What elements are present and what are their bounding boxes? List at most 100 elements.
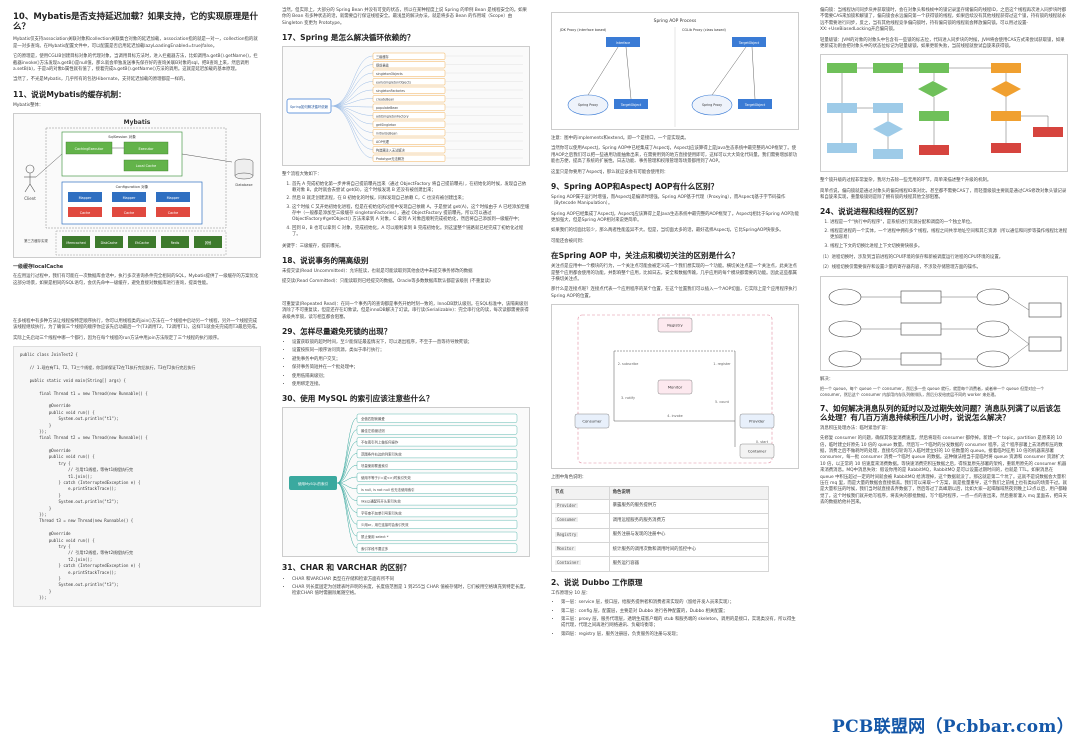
mysql-item-label: 禁止使用 select *	[361, 534, 389, 539]
mysql-item-box	[356, 426, 518, 435]
deadlock-tip-1: 设置获取锁的超时时间，至少能保证最差情况下，可以退出程序，不至于一直等待导致死锁…	[292, 340, 530, 346]
q11-label: Mybatis整体：	[13, 102, 44, 108]
deadlock-tip-3: 避免事务中的用户交叉；	[292, 357, 530, 363]
q18-paragraph-2: 提交读(Read Committed)：只能读取到已经提交的数据。Oracle等…	[282, 279, 491, 285]
mindmap-node-label: 构造器注入无法解决	[376, 148, 405, 153]
cache-title: 一级缓存localCache	[13, 264, 64, 271]
join-paragraph-2: 实际上先启动三个线程中哪一个都行，因为在每个线程的run方法中用join方法限定…	[13, 335, 222, 341]
spring-aop-process-diagram: Spring AOP Process JDK Proxy (interface …	[551, 12, 799, 130]
mq-svg	[828, 288, 1062, 368]
third-party-cache-box	[194, 236, 222, 249]
mindmap-node-label: getSingleton	[376, 123, 396, 127]
p2-intro: 当然，但实际上，大部分的 Spring Bean 并没有可变的状态，所以在某种程…	[282, 8, 527, 26]
flow-box-5	[873, 103, 903, 114]
mindmap-node-label: 提前暴露	[376, 63, 390, 68]
step-item-3: 这个时候 C 又开始初始化进程，但是在初始化的过程中发现自己依赖 A，于是尝试 …	[292, 205, 530, 224]
dubbo-node-box	[739, 413, 775, 429]
flow-box-11	[991, 143, 1021, 154]
mysql-item-label: 最佳左前缀法则	[361, 428, 385, 433]
mapper-label-2: Mapper	[123, 196, 136, 200]
mindmap-branch	[330, 64, 374, 107]
role-desc-cell: 服务运行容器	[608, 556, 770, 572]
mq-producer-3	[828, 350, 862, 368]
mysql-item-label: 字符串不加单引号索引失效	[361, 511, 402, 516]
third-party-cache-box	[128, 236, 156, 249]
q10-paragraph-3: 当然了，不光是Mybatis，几乎所有的包括Hibernate，支持延迟加载的原…	[13, 77, 188, 83]
mq-solution-label: 解决：	[820, 376, 834, 382]
role-node-cell: Container	[551, 556, 610, 572]
role-desc-cell: 暴露服务的服务提供方	[608, 498, 770, 515]
dubbo-edge-label: 1. register	[713, 362, 731, 366]
mq-queue-2	[900, 322, 942, 336]
q17-title: 17、Spring 是怎么解决循环依赖的？	[282, 33, 415, 43]
role-desc-cell: 统计服务的调用次数和调用时间的监控中心	[608, 542, 770, 558]
q2-intro: 工作原理分 10 层：	[551, 590, 591, 596]
third-party-cache-label: Memcached	[66, 241, 85, 245]
role-table-header-node: 节点	[551, 485, 610, 500]
mysql-branch	[336, 453, 358, 484]
role-node-cell: Monitor	[551, 542, 610, 558]
mindmap-node-label: singletonObjects	[376, 72, 403, 76]
page-3: Spring AOP Process JDK Proxy (interface …	[542, 0, 808, 743]
mindmap-node-label: populateBean	[376, 106, 398, 110]
mysql-item-box	[356, 437, 518, 447]
q24-note-1: （1）进程切换时，涉及到当前进程的CPU环境的保存和新被调度运行进程的CPU环境…	[820, 254, 1004, 260]
mysql-item-label: like以通配符开头索引失效	[361, 499, 401, 504]
mindmap-node-box	[372, 87, 446, 94]
steps-list: 首先 A 完成初始化第一步并将自己提前曝光出来（通过 ObjectFactory…	[282, 182, 530, 239]
aop-note-3: 这里只是你要用了AspectJ，那么就应该会有可能会使用到：	[551, 169, 669, 175]
mysql-item-label: 使用不等于(!=或<>)时索引失效	[361, 475, 411, 480]
mindmap-node-label: Prototype无法解决	[376, 156, 405, 161]
lock-summary-2: 简单点说，偏向锁就是通过对象头的偏向线程ID来对比，甚至都不需要CAS了，而轻量…	[820, 188, 1067, 200]
mindmap-node-box	[372, 121, 446, 128]
local-cache-box	[123, 159, 169, 172]
third-party-cache-label: 第三方缓存实现	[24, 238, 48, 243]
third-party-cache-box	[62, 236, 90, 249]
aop-note-1: 注意：图中的implements和extend。即一个是接口，一个是实现类。	[551, 136, 689, 141]
aop-concern-paragraph-2: 那什么是连接点呢？连接点代表一个应用程序的某个位置，在这个位置我们可以插入一个A…	[551, 287, 798, 299]
mysql-item-box	[356, 449, 518, 459]
mq-solution-text: 把一个 queue，每个 queue 一个 consumer，然后多一些 que…	[820, 386, 1045, 397]
mindmap-node-box	[372, 146, 446, 154]
mq-consumer-1	[976, 288, 1010, 306]
database-icon	[234, 158, 254, 180]
cache-box-2	[112, 207, 146, 218]
third-party-cache-box	[95, 236, 123, 249]
flow-box-3	[991, 63, 1021, 74]
database-label: Database	[235, 183, 253, 187]
role-node-tag: Monitor	[555, 546, 576, 552]
mysql-item-box	[356, 508, 518, 518]
aop-proxy-right-label: Spring Proxy	[702, 103, 722, 107]
mindmap-node-label: earlySingletonObjects	[376, 81, 411, 85]
mysql-item-box	[356, 414, 518, 424]
lock-summary-1: 整个锁升级的过程非常复杂，我尽力去除一些无用的环节，简单来描述整个升级的机制。	[820, 178, 992, 184]
q18-paragraph-1: 未提交读(Read Uncommitted)：允许脏读，也就是可能读取到其他会话…	[282, 269, 473, 275]
q9-paragraph-3: 如果我们的切面比较少，那么两者性能差异不大。但是，当切面太多的话，最好选择Asp…	[551, 228, 784, 234]
role-table-header-role: 角色说明	[608, 485, 770, 500]
dubbo-node-label: Registry	[667, 323, 683, 328]
join-paragraph-1: 在多线程中有多种方法让线程按特定顺序执行，你可以用线程类的join()方法在一个…	[13, 319, 261, 331]
mysql-items: 全值匹配我最爱最佳左前缀法则不在索引列上做任何操作范围条件右边的列索引失效尽量使…	[336, 414, 518, 553]
q24-notes: （1）进程切换时，涉及到当前进程的CPU环境的保存和新被调度运行进程的CPU环境…	[820, 255, 1068, 272]
mindmap-node-box	[372, 53, 446, 60]
mindmap-branch	[330, 72, 374, 107]
flow-box-2	[919, 63, 949, 74]
dubbo-node-label: Container	[748, 449, 767, 454]
mq-consumer-2	[976, 320, 1010, 338]
mysql-item-label: is null, is not null 也无法使用索引	[361, 487, 415, 492]
flow-box-8	[827, 143, 857, 154]
q7-title: 7、如何解决消息队列的延时以及过期失效问题？消息队列满了以后该怎么处理？有几百万…	[820, 403, 1061, 422]
deadlock-tip-4: 保持事务简短并在一个批处理中；	[292, 365, 530, 371]
dubbo-layer-item-4: 第四层：registry 层，服务注册层，负责服务的注册与发现；	[561, 632, 799, 638]
page-2: 当然，但实际上，大部分的 Spring Bean 并没有可变的状态，所以在某种程…	[273, 0, 539, 743]
role-node-cell: Consumer	[551, 513, 610, 529]
mysql-item-box	[356, 485, 518, 494]
page-1: 10、Mybatis是否支持延迟加载？如果支持，它的实现原理是什么？ Mybat…	[4, 0, 270, 743]
flow-box-9	[873, 149, 903, 160]
local-cache-label: Local Cache	[136, 164, 156, 168]
